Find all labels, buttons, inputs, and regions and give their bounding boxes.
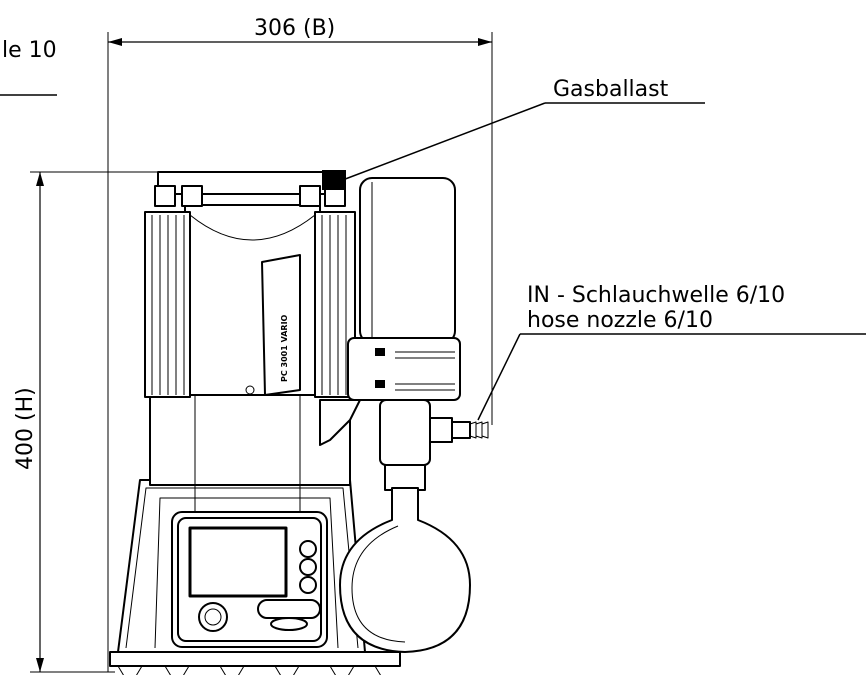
panel-button-1	[299, 540, 317, 558]
in-nozzle-callout: IN - Schlauchwelle 6/10 hose nozzle 6/10	[477, 283, 866, 421]
connection-block	[347, 337, 461, 401]
control-panel	[171, 511, 328, 648]
pump-unit: PC 3001 VARIO	[109, 170, 489, 675]
inlet-nozzle	[427, 417, 489, 443]
label-fragment-top-left: le 10	[2, 38, 57, 63]
left-rib-panel	[144, 211, 191, 398]
bracket	[319, 399, 361, 446]
separator-cylinder	[359, 177, 456, 344]
rotary-knob	[198, 602, 228, 632]
width-dimension: 306 (B)	[107, 16, 493, 672]
gasballast-callout: Gasballast	[339, 77, 705, 182]
gasballast-label: Gasballast	[553, 77, 669, 102]
panel-button-3	[299, 576, 317, 594]
panel-button-2	[299, 558, 317, 576]
gasballast-knob	[322, 170, 346, 190]
center-column	[149, 394, 351, 486]
svg-text:PC 3001 VARIO: PC 3001 VARIO	[280, 314, 289, 382]
height-dimension-label: 400 (H)	[13, 387, 38, 470]
model-badge: PC 3001 VARIO	[261, 254, 301, 396]
valve-neck	[379, 399, 431, 466]
display-screen	[188, 526, 288, 598]
base-feet	[109, 651, 401, 675]
width-dimension-label: 306 (B)	[254, 16, 335, 41]
in-nozzle-label-en: hose nozzle 6/10	[527, 308, 713, 333]
round-flask	[339, 487, 471, 653]
logo-plate	[257, 599, 321, 619]
in-nozzle-label-de: IN - Schlauchwelle 6/10	[527, 283, 785, 308]
